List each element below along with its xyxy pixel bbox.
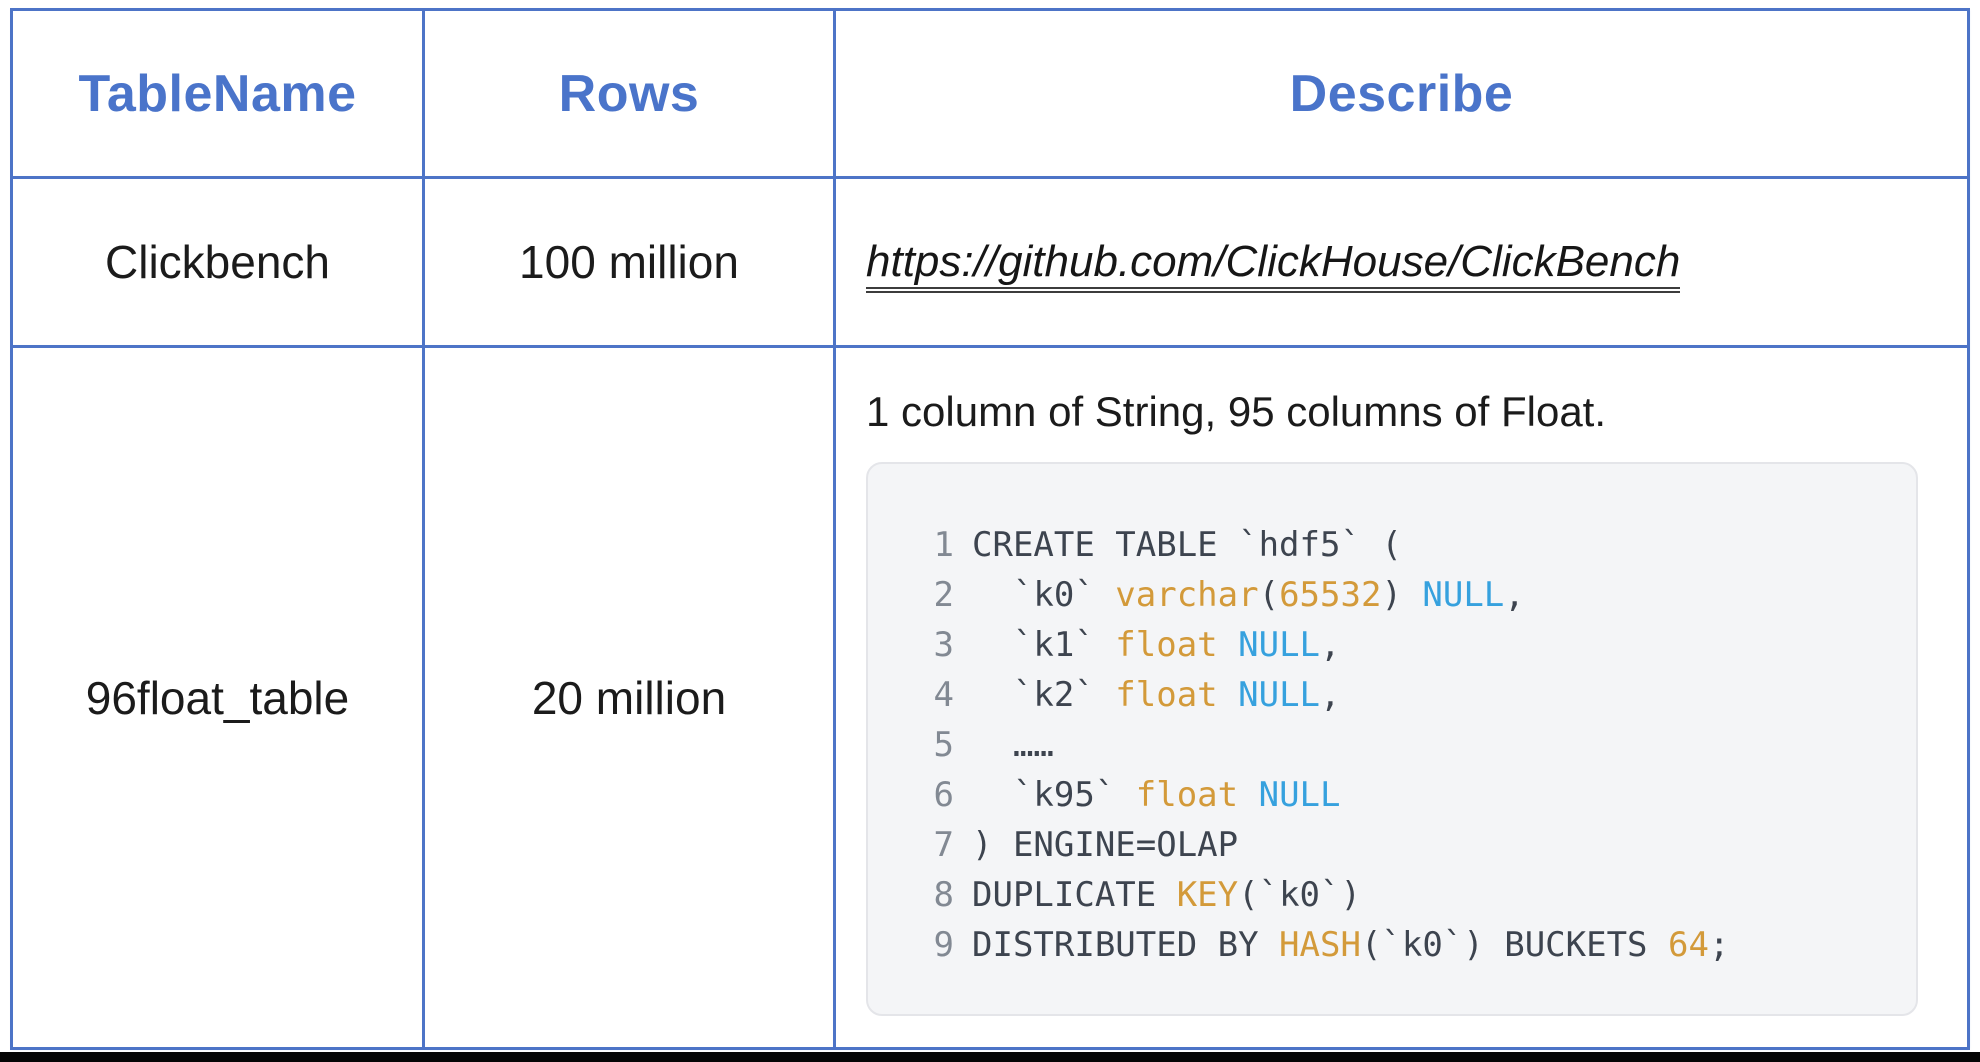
code-token-plain: (`k0`) <box>1238 875 1361 915</box>
column-header-describe: Describe <box>833 8 1970 179</box>
line-number: 1 <box>933 525 954 565</box>
line-number: 4 <box>933 675 954 715</box>
column-header-rows: Rows <box>422 8 836 179</box>
line-number: 6 <box>933 775 954 815</box>
code-token-keyword: float <box>1115 675 1218 715</box>
cell-rows-clickbench: 100 million <box>422 176 836 348</box>
cell-describe-96float: 1 column of String, 95 columns of Float.… <box>833 345 1970 1050</box>
line-number: 8 <box>933 875 954 915</box>
code-token-number: 65532 <box>1279 575 1382 615</box>
describe-text: 1 column of String, 95 columns of Float. <box>866 388 1607 435</box>
cell-describe-clickbench: https://github.com/ClickHouse/ClickBench <box>833 176 1970 348</box>
code-line: 5 …… <box>914 720 1916 770</box>
code-token-null: NULL <box>1238 625 1321 665</box>
code-token-keyword: float <box>1115 625 1218 665</box>
code-token-null: NULL <box>1238 675 1321 715</box>
code-line: 8 DUPLICATE KEY(`k0`) <box>914 870 1916 920</box>
code-token-plain: DISTRIBUTED BY <box>972 925 1280 965</box>
code-token-plain: `k2` <box>972 675 1116 715</box>
code-token-number: 64 <box>1667 925 1709 965</box>
code-token-plain <box>1218 625 1238 665</box>
code-token-plain: `k95` <box>972 775 1136 815</box>
code-token-plain: `k1` <box>972 625 1116 665</box>
cell-tablename-clickbench: Clickbench <box>10 176 425 348</box>
code-token-plain <box>1218 675 1238 715</box>
code-line: 9 DISTRIBUTED BY HASH(`k0`) BUCKETS 64; <box>914 920 1916 970</box>
code-token-plain: CREATE TABLE `hdf5` ( <box>972 525 1402 565</box>
code-token-plain: DUPLICATE <box>972 875 1177 915</box>
code-token-plain: , <box>1504 575 1525 615</box>
clickbench-github-link[interactable]: https://github.com/ClickHouse/ClickBench <box>866 237 1681 293</box>
code-token-null: NULL <box>1422 575 1505 615</box>
table-row-clickbench: Clickbench 100 million https://github.co… <box>10 176 1970 348</box>
cell-rows-96float: 20 million <box>422 345 836 1050</box>
benchmark-table: TableName Rows Describe Clickbench 100 m… <box>10 8 1970 1050</box>
header-row: TableName Rows Describe <box>10 8 1970 179</box>
code-token-plain: ; <box>1708 925 1730 965</box>
screenshot-bottom-edge <box>0 1052 1980 1062</box>
line-number: 9 <box>933 925 954 965</box>
code-token-keyword: varchar <box>1115 575 1259 615</box>
column-header-tablename: TableName <box>10 8 425 179</box>
code-token-plain: ( <box>1258 575 1280 615</box>
code-token-plain <box>1238 775 1258 815</box>
table-row-96float: 96float_table 20 million 1 column of Str… <box>10 345 1970 1050</box>
code-token-plain: ) <box>1381 575 1423 615</box>
code-token-plain: , <box>1320 675 1341 715</box>
code-token-null: NULL <box>1258 775 1341 815</box>
code-token-plain: `k0` <box>972 575 1116 615</box>
code-token-plain: (`k0`) BUCKETS <box>1360 925 1668 965</box>
code-line: 4 `k2` float NULL, <box>914 670 1916 720</box>
code-token-keyword: float <box>1135 775 1239 815</box>
code-token-plain: ) ENGINE=OLAP <box>972 825 1239 865</box>
code-line: 7 ) ENGINE=OLAP <box>914 820 1916 870</box>
code-token-keyword: KEY <box>1176 875 1239 915</box>
code-token-plain: , <box>1320 625 1341 665</box>
code-token-plain: …… <box>972 725 1054 765</box>
code-line: 3 `k1` float NULL, <box>914 620 1916 670</box>
line-number: 7 <box>933 825 954 865</box>
code-token-keyword: HASH <box>1279 925 1361 965</box>
line-number: 2 <box>933 575 954 615</box>
line-number: 3 <box>933 625 954 665</box>
code-line: 2 `k0` varchar(65532) NULL, <box>914 570 1916 620</box>
code-line: 1 CREATE TABLE `hdf5` ( <box>914 520 1916 570</box>
code-line: 6 `k95` float NULL <box>914 770 1916 820</box>
cell-tablename-96float: 96float_table <box>10 345 425 1050</box>
line-number: 5 <box>933 725 954 765</box>
